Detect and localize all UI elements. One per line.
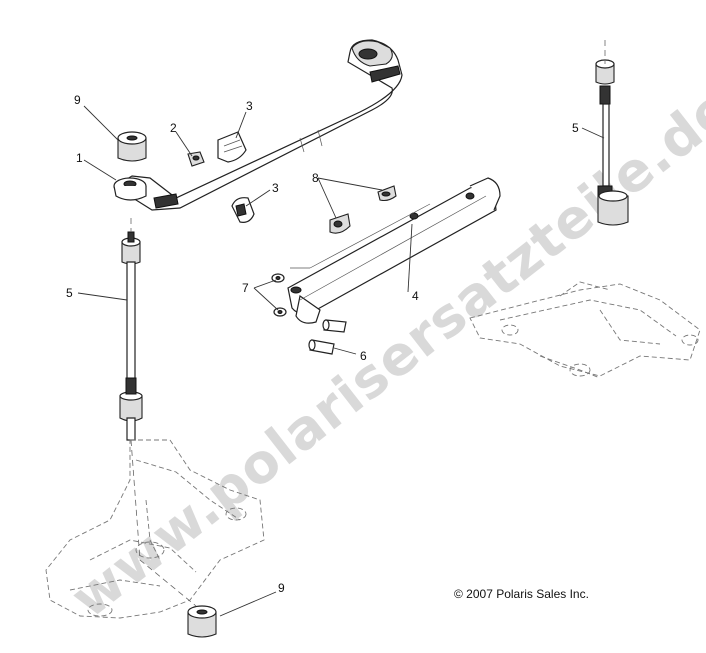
bushing-top	[117, 131, 147, 162]
callout-3-top: 3	[246, 99, 253, 113]
callout-7: 7	[242, 281, 249, 295]
callout-9-bottom: 9	[278, 581, 285, 595]
bushings-pair	[329, 185, 397, 234]
callout-8: 8	[312, 171, 319, 185]
link-rod-left	[119, 231, 143, 441]
callout-4: 4	[412, 289, 419, 303]
callouts: 9 1 2 3 3 5 5 8 7 4 6 9	[66, 93, 579, 595]
a-arm-assembly	[469, 281, 701, 379]
clamp-lower	[231, 197, 255, 223]
centerlines	[130, 40, 606, 607]
callout-1: 1	[76, 151, 83, 165]
chassis-frame	[45, 439, 265, 619]
callout-6: 6	[360, 349, 367, 363]
clamp-top	[217, 131, 247, 163]
callout-3-lower: 3	[272, 181, 279, 195]
callout-5-left: 5	[66, 286, 73, 300]
link-rod-right	[595, 59, 629, 226]
callout-9-top: 9	[74, 93, 81, 107]
leader-lines	[77, 105, 605, 617]
bolts	[308, 319, 347, 355]
bar-end-link	[113, 177, 147, 201]
callout-2: 2	[170, 121, 177, 135]
stabilizer-bar	[124, 39, 403, 211]
callout-5-right: 5	[572, 121, 579, 135]
copyright-notice: © 2007 Polaris Sales Inc.	[454, 587, 589, 601]
mounting-bracket	[287, 177, 501, 324]
bushing-bottom	[187, 605, 217, 638]
